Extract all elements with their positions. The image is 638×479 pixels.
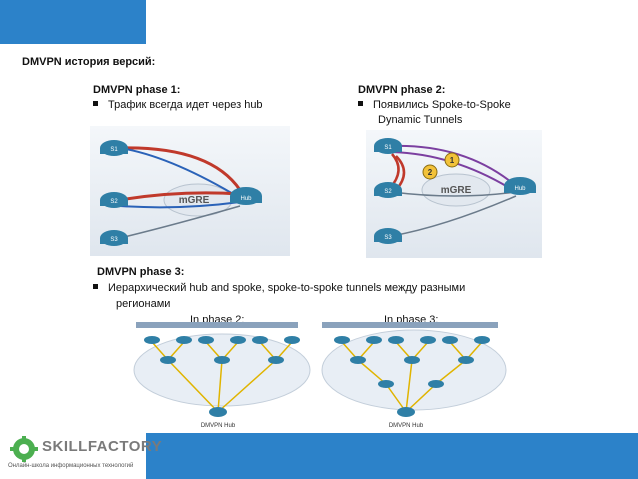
router-icon bbox=[374, 182, 402, 198]
divider-line bbox=[136, 322, 298, 328]
router-icon bbox=[144, 336, 160, 344]
router-icon bbox=[100, 192, 128, 208]
router-icon bbox=[397, 407, 415, 417]
step-badge bbox=[422, 164, 438, 180]
router-icon bbox=[334, 336, 350, 344]
step-label: 1 bbox=[450, 156, 455, 165]
bullet-icon bbox=[93, 284, 98, 289]
logo-name: SKILLFACTORY bbox=[42, 438, 163, 455]
phase3-diagram: DMVPN Hub DMVPN Hub bbox=[133, 322, 507, 429]
router-icon bbox=[252, 336, 268, 344]
phase1-diagram: S1 S2 S3 mGRE Hub bbox=[90, 126, 290, 256]
hub-label: DMVPN Hub bbox=[201, 423, 236, 429]
bullet-icon bbox=[358, 101, 363, 106]
logo-tagline: Онлайн-школа информационных технологий bbox=[8, 463, 134, 469]
router-icon bbox=[458, 356, 474, 364]
router-icon bbox=[268, 356, 284, 364]
router-icon bbox=[404, 356, 420, 364]
divider-line bbox=[322, 322, 498, 328]
phase3-bullet-text: Иерархический hub and spoke, spoke-to-sp… bbox=[108, 282, 466, 294]
tunnel-s2-hub bbox=[119, 191, 241, 202]
tunnel-s3-hub bbox=[119, 205, 241, 239]
tunnel-s3-hub bbox=[391, 195, 517, 237]
bullet-icon bbox=[93, 101, 98, 106]
router-icon bbox=[474, 336, 490, 344]
tunnel-s1-hub bbox=[119, 146, 242, 191]
phase1-title: DMVPN phase 1: bbox=[93, 84, 181, 96]
spoke-label: S2 bbox=[384, 189, 392, 195]
router-icon bbox=[378, 380, 394, 388]
hub-label: Hub bbox=[514, 186, 526, 192]
router-icon bbox=[230, 187, 262, 205]
router-icon bbox=[209, 407, 227, 417]
bottom-accent-bar bbox=[146, 433, 638, 479]
cloud-label: mGRE bbox=[179, 195, 210, 206]
router-icon bbox=[504, 177, 536, 195]
tunnel-s2-hub-return bbox=[119, 201, 241, 209]
phase2-diagram: 1 2 S1 S2 S3 mGRE Hub bbox=[366, 130, 542, 258]
router-icon bbox=[214, 356, 230, 364]
router-icon bbox=[374, 228, 402, 244]
tunnel-s1-hub bbox=[391, 144, 517, 187]
router-icon bbox=[284, 336, 300, 344]
phase2-bullet: Появились Spoke-to-Spoke bbox=[358, 98, 511, 113]
mgre-cloud bbox=[421, 173, 491, 207]
tunnel-s1-hub-return bbox=[119, 147, 241, 199]
slide-title: DMVPN история версий: bbox=[22, 56, 156, 68]
router-icon bbox=[374, 138, 402, 154]
router-icon bbox=[100, 230, 128, 246]
top-accent-bar bbox=[0, 0, 146, 44]
spoke-label: S3 bbox=[384, 235, 392, 241]
step-badge bbox=[444, 152, 460, 168]
phase1-bullet: Трафик всегда идет через hub bbox=[93, 98, 263, 113]
phase1-bullet-text: Трафик всегда идет через hub bbox=[108, 99, 263, 111]
router-icon bbox=[420, 336, 436, 344]
router-icon bbox=[230, 336, 246, 344]
phase2-bullet-continuation: Dynamic Tunnels bbox=[378, 114, 463, 126]
router-icon bbox=[198, 336, 214, 344]
phase3-title: DMVPN phase 3: bbox=[97, 266, 185, 278]
tunnel-s2-hub bbox=[391, 191, 517, 197]
phase2-title: DMVPN phase 2: bbox=[358, 84, 446, 96]
spoke-label: S2 bbox=[110, 199, 118, 205]
router-icon bbox=[350, 356, 366, 364]
logo-icon bbox=[10, 436, 38, 462]
router-icon bbox=[442, 336, 458, 344]
skillfactory-logo: SKILLFACTORY Онлайн-школа информационных… bbox=[6, 434, 162, 476]
hub-label: Hub bbox=[240, 196, 252, 202]
cloud-label: mGRE bbox=[441, 185, 472, 196]
hub-label: DMVPN Hub bbox=[389, 423, 424, 429]
router-icon bbox=[176, 336, 192, 344]
phase3-bullet: Иерархический hub and spoke, spoke-to-sp… bbox=[93, 281, 465, 296]
router-icon bbox=[160, 356, 176, 364]
router-icon bbox=[100, 140, 128, 156]
spoke-label: S1 bbox=[384, 145, 392, 151]
phase2-bullet-text: Появились Spoke-to-Spoke bbox=[373, 99, 511, 111]
phase3-bullet-continuation: регионами bbox=[116, 298, 171, 310]
router-icon bbox=[388, 336, 404, 344]
router-icon bbox=[428, 380, 444, 388]
router-icon bbox=[366, 336, 382, 344]
spoke-label: S1 bbox=[110, 147, 118, 153]
step-label: 2 bbox=[428, 168, 433, 177]
region-cloud bbox=[133, 333, 311, 407]
spoke-label: S3 bbox=[110, 237, 118, 243]
